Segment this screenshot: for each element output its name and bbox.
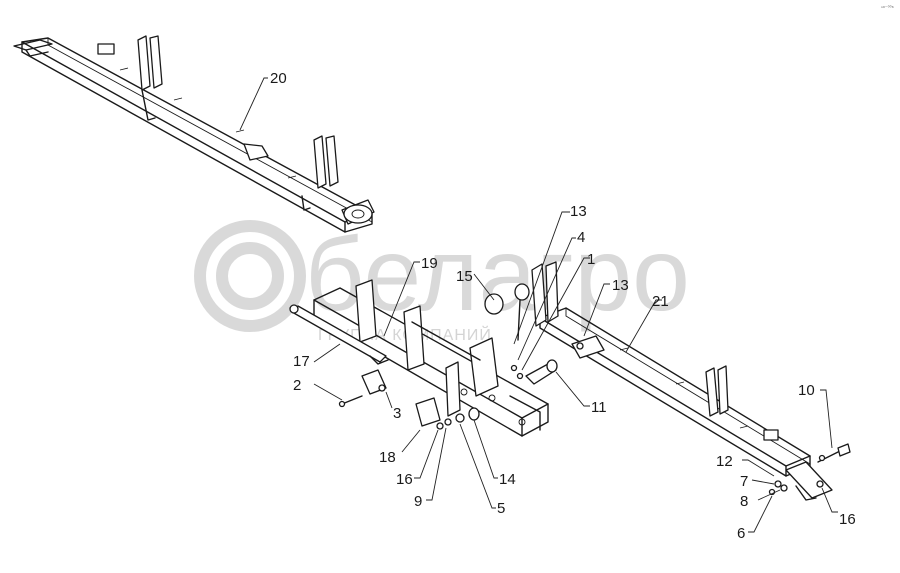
washer-8 (780, 484, 788, 492)
nut-16-left (436, 422, 444, 430)
callout-12: 12 (716, 453, 733, 470)
washer-7 (774, 480, 782, 488)
washer-5 (455, 413, 465, 423)
nut-16-right (816, 480, 824, 488)
beam-right (531, 261, 833, 501)
callout-9: 9 (414, 493, 422, 510)
bracket-18 (415, 397, 441, 427)
central-frame (313, 279, 549, 437)
callout-5: 5 (497, 500, 505, 517)
shaft (289, 304, 389, 365)
callout-labels: 20 19 15 13 4 1 13 21 17 2 3 11 18 16 9 … (270, 70, 856, 542)
bolt-2-head (338, 400, 346, 408)
callout-2: 2 (293, 377, 301, 394)
callout-6: 6 (737, 525, 745, 542)
callout-14: 14 (499, 471, 516, 488)
bushing-15 (484, 293, 504, 315)
watermark-logo (194, 220, 306, 332)
small-parts (338, 283, 851, 496)
ring-14 (468, 407, 480, 421)
callout-10: 10 (798, 382, 815, 399)
leader-lines (239, 77, 838, 533)
corner-mark: ⁿ⁸⁻⁰⁰⁸ (881, 5, 894, 11)
callout-15: 15 (456, 268, 473, 285)
nut-10 (818, 454, 826, 462)
pin-11-head (546, 359, 558, 373)
nut-3 (378, 384, 386, 392)
fastener-1b (516, 372, 524, 380)
callout-17: 17 (293, 353, 310, 370)
washer-9 (444, 418, 452, 426)
callout-8: 8 (740, 493, 748, 510)
callout-11: 11 (591, 399, 607, 416)
callout-19: 19 (421, 255, 438, 272)
callout-1: 1 (587, 251, 595, 268)
bolt-2 (341, 395, 363, 405)
callout-4: 4 (577, 229, 585, 246)
callout-16-right: 16 (839, 511, 856, 528)
beam-left (13, 35, 375, 233)
callout-20: 20 (270, 70, 287, 87)
callout-3: 3 (393, 405, 401, 422)
nut-13-right (576, 342, 584, 350)
callout-13-top: 13 (570, 203, 587, 220)
callout-16-left: 16 (396, 471, 413, 488)
bolt-10-head (837, 443, 851, 457)
callout-7: 7 (740, 473, 748, 490)
nut-13-top (514, 283, 530, 301)
callout-13-right: 13 (612, 277, 629, 294)
fastener-1 (510, 364, 518, 372)
callout-18: 18 (379, 449, 396, 466)
callout-21: 21 (652, 293, 669, 310)
